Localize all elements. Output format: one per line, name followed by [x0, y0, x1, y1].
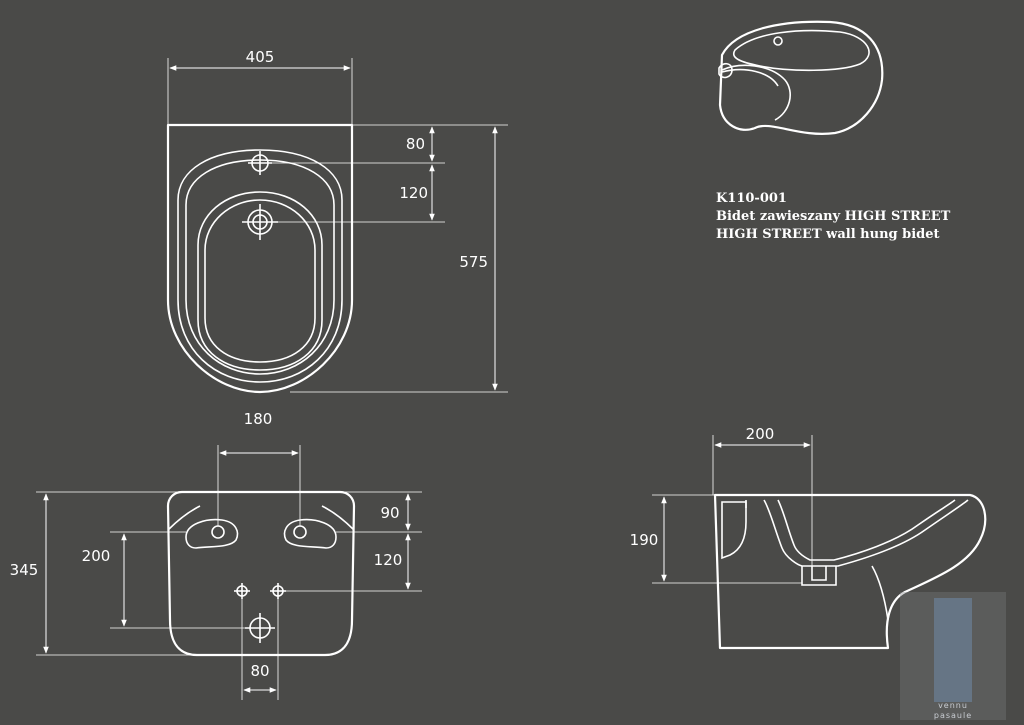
front-view: 180 345 200 90 120 80: [10, 410, 422, 700]
product-name-pl: Bidet zawieszany HIGH STREET: [716, 209, 951, 224]
product-name-en: HIGH STREET wall hung bidet: [716, 227, 940, 242]
perspective-view: [718, 20, 884, 135]
dim-front-180: 180: [244, 410, 273, 428]
side-section-view: 200 190: [630, 425, 987, 650]
dim-top-80: 80: [406, 135, 425, 153]
product-title: K110-001 Bidet zawieszany HIGH STREET HI…: [716, 191, 951, 242]
tap-hole-icon: [248, 151, 272, 175]
drain-hole-icon: [242, 204, 278, 240]
watermark-line1: vennu: [938, 701, 968, 710]
dim-front-120: 120: [374, 551, 403, 569]
dim-top-575: 575: [459, 253, 488, 271]
dim-top-120: 120: [399, 184, 428, 202]
dim-front-90: 90: [380, 504, 399, 522]
dim-side-190: 190: [630, 531, 659, 549]
watermark-logo: vennu pasaule: [900, 592, 1006, 720]
dim-front-345: 345: [10, 561, 39, 579]
product-code: K110-001: [716, 191, 787, 206]
top-view: 405 80 120 575: [166, 48, 508, 394]
dim-front-80: 80: [250, 662, 269, 680]
left-fixing-slot-icon: [185, 518, 239, 549]
dim-side-200: 200: [746, 425, 775, 443]
watermark-line2: pasaule: [934, 711, 972, 720]
dim-front-200: 200: [82, 547, 111, 565]
right-fixing-slot-icon: [283, 518, 337, 549]
dim-top-width: 405: [246, 48, 275, 66]
